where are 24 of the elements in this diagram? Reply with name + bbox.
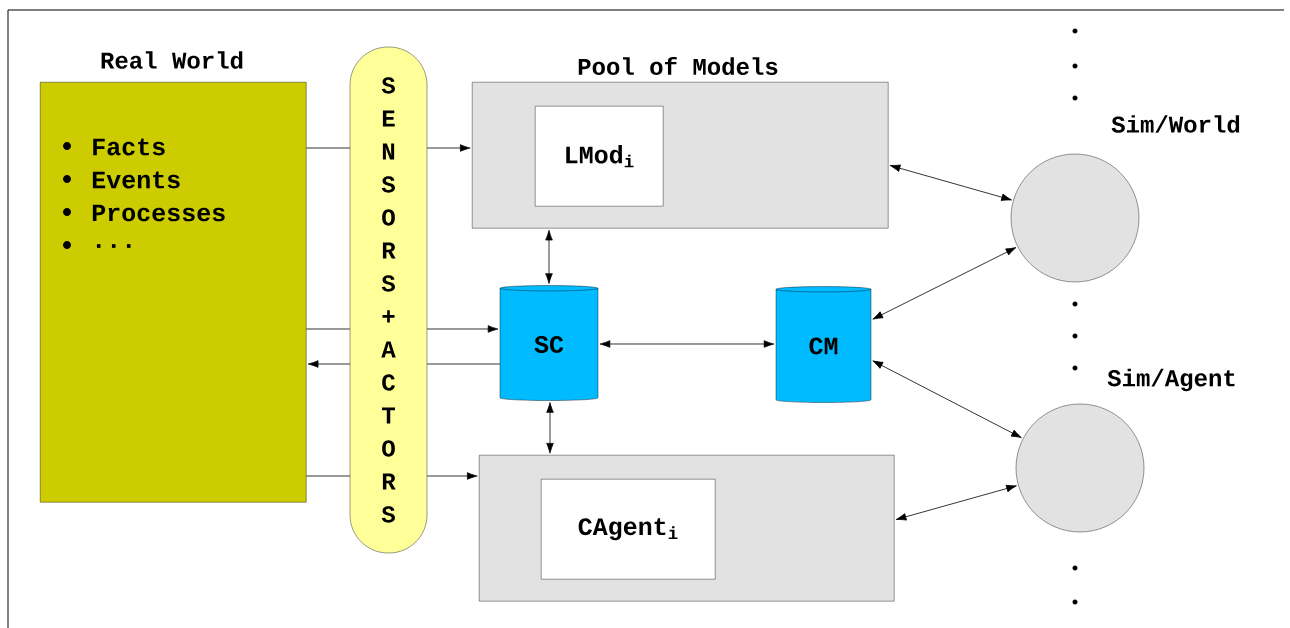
database-cylinder: CM (775, 286, 872, 403)
heading: Pool of Models (578, 57, 778, 75)
model-box: CAgent$_{i}$ (541, 479, 716, 580)
heading: Real World (101, 51, 243, 69)
list-item: Facts (93, 138, 165, 156)
list-item: Events (92, 171, 180, 189)
arrow (872, 360, 1022, 439)
arrow (599, 340, 775, 348)
arrow (426, 325, 499, 333)
arrow (895, 484, 1017, 521)
arrow (426, 144, 471, 152)
list-item: ... (96, 244, 131, 248)
arrow (545, 229, 553, 284)
arrow (307, 360, 351, 368)
heading: Sim/World (1111, 115, 1240, 133)
heading: Sim/Agent (1107, 368, 1235, 392)
list-item: Processes (92, 204, 225, 222)
sensor-pill: SENSORS+ACTORS (349, 46, 428, 554)
model-box: LMod$_{i}$ (535, 106, 664, 207)
arrow (872, 247, 1017, 320)
database-cylinder: SC (499, 285, 599, 401)
arrow (426, 472, 478, 480)
arrow (546, 402, 554, 454)
arrow (889, 164, 1012, 201)
